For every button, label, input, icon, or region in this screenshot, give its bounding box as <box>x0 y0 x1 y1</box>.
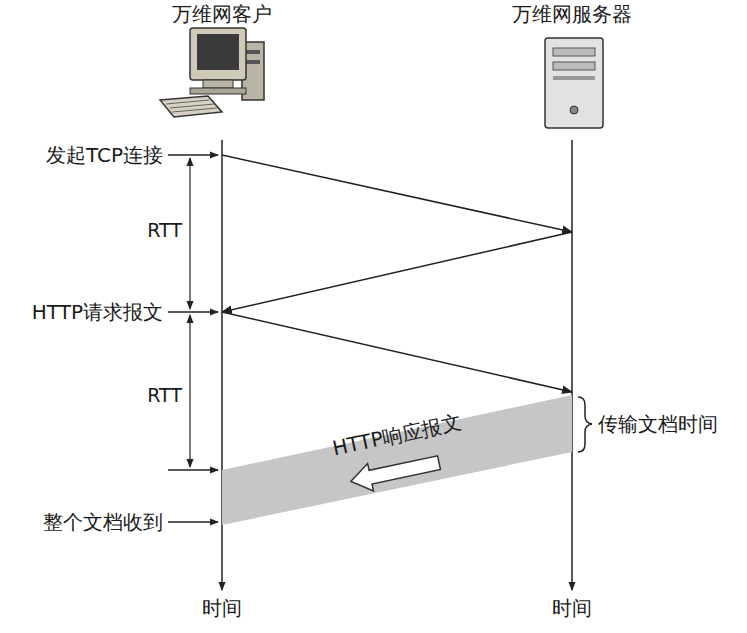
server-tower <box>545 38 603 128</box>
server-timeline <box>571 140 573 590</box>
rtt-dimension <box>189 158 190 467</box>
band-fill <box>222 395 572 525</box>
rtt-label: RTT <box>147 384 182 407</box>
host-label: 万维网服务器 <box>512 2 632 26</box>
axis-label: 时间 <box>202 596 242 620</box>
rtt-label: RTT <box>147 219 182 242</box>
pointer-arrows <box>168 155 218 522</box>
response-band: HTTP响应报文 <box>222 395 572 525</box>
axis-label: 时间 <box>552 596 592 620</box>
request-arrow <box>222 312 572 392</box>
tcp-ack-arrow <box>222 232 572 312</box>
client-label: 万维网客户 <box>172 2 272 26</box>
tcp-syn-arrow <box>222 155 572 232</box>
event-label: HTTP请求报文 <box>32 300 163 324</box>
duration-label: 传输文档时间 <box>598 412 718 436</box>
band-shape <box>222 395 572 525</box>
direction-arrow <box>348 449 442 495</box>
host-label: 万维网客户 <box>172 2 272 26</box>
client-computer <box>160 28 264 117</box>
event-label: 发起TCP连接 <box>46 143 163 167</box>
event-label: 整个文档收到 <box>43 510 163 534</box>
transfer-brace <box>578 397 592 452</box>
server-label: 万维网服务器 <box>512 2 632 26</box>
